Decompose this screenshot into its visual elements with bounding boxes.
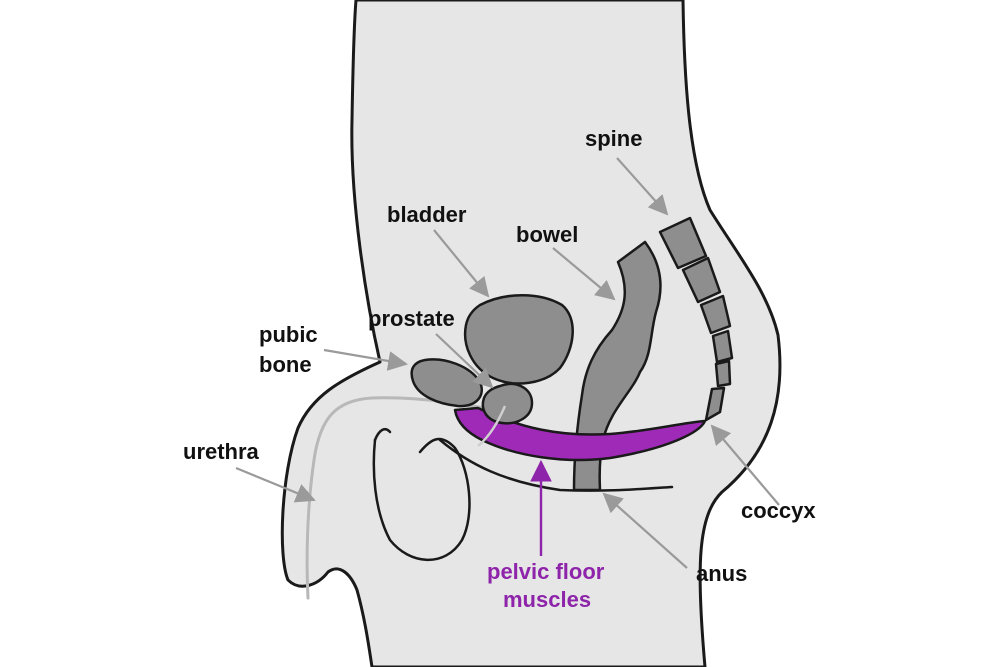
bowel-label: bowel <box>516 222 578 247</box>
bowel-shape <box>572 240 662 492</box>
anus-pointer <box>602 492 688 569</box>
prostate-pointer <box>435 333 494 389</box>
coccyx-label: coccyx <box>741 498 816 523</box>
anus-label: anus <box>696 561 747 586</box>
spine-vertebrae <box>658 216 734 422</box>
pelvic-floor-muscles <box>453 406 707 462</box>
penis-inner-line <box>373 428 392 442</box>
spine-pointer <box>616 157 669 216</box>
pubic-bone-shape <box>410 358 483 408</box>
scrotum-outline <box>372 437 471 562</box>
pelvic-floor-label-line2: muscles <box>503 587 591 612</box>
prostate-label: prostate <box>368 306 455 331</box>
bladder-shape <box>463 294 574 385</box>
perineum-line <box>438 438 674 492</box>
pelvic-floor-label-line1: pelvic floor <box>487 559 605 584</box>
spine-label: spine <box>585 126 642 151</box>
prostate-shape <box>481 382 534 425</box>
urethra-pointer <box>235 466 316 503</box>
bladder-label: bladder <box>387 202 467 227</box>
coccyx-pointer <box>710 424 780 506</box>
urethra-label: urethra <box>183 439 260 464</box>
bowel-pointer <box>552 247 616 301</box>
pubic-bone-label-line2: bone <box>259 352 312 377</box>
pubic-bone-label-line1: pubic <box>259 322 318 347</box>
bladder-pointer <box>433 229 490 298</box>
urethra-prostate-line <box>477 405 507 447</box>
pubic-bone-pointer <box>323 348 408 371</box>
